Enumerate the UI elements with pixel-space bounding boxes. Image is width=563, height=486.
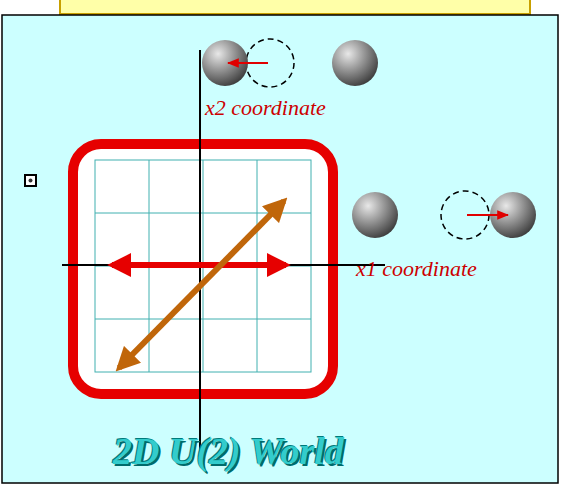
diagonal-arrow [119, 201, 284, 368]
header-box [60, 0, 530, 14]
axis-label: x2 coordinate [205, 97, 326, 119]
boundary-square [73, 144, 333, 394]
x1-arrow [112, 262, 286, 268]
panel [2, 15, 558, 483]
diagram-title: 2D U(2) World [113, 432, 344, 470]
ball [332, 40, 378, 86]
ball [352, 192, 398, 238]
axis-label: x1 coordinate [356, 258, 477, 280]
axis [199, 50, 201, 455]
displacement-arrow [467, 214, 508, 216]
displacement-arrow [228, 62, 268, 64]
icon [25, 175, 36, 186]
grid [95, 160, 311, 372]
icon-dot [29, 179, 33, 183]
